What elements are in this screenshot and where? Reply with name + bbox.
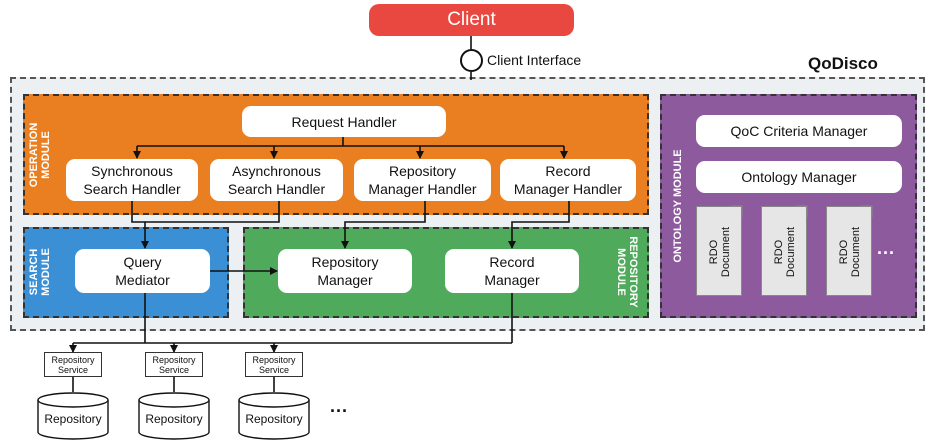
client-label: Client: [447, 9, 496, 30]
search-module-label: SEARCH MODULE: [28, 248, 52, 296]
sync-to-mediator: [131, 201, 149, 249]
rdo-more-ellipsis: ...: [877, 238, 896, 258]
service-line: Service: [57, 364, 88, 375]
repositories-more-ellipsis: ...: [330, 396, 349, 416]
handler-line: Manager Handler: [368, 181, 477, 197]
rdo-line: Document: [720, 226, 732, 278]
system-name: QoDisco: [808, 54, 878, 73]
request-handler: Request Handler: [242, 106, 446, 137]
repository-label-1: Repository: [44, 412, 102, 426]
rdo-line: RDO: [838, 239, 850, 265]
rdo-line: Document: [785, 226, 797, 278]
client-interface-icon: [460, 49, 483, 72]
handler-line: Record: [545, 163, 591, 179]
manager-line: Record: [489, 254, 535, 270]
repository-label-2: Repository: [145, 412, 203, 426]
manager-line: Manager: [317, 272, 373, 288]
repository-label-3: Repository: [245, 412, 303, 426]
handler-line: Synchronous: [91, 163, 173, 179]
async-to-mediator: [145, 201, 280, 223]
record-handler-to-record-manager: [508, 201, 570, 249]
client-box: Client: [369, 4, 574, 36]
ontology-module-label: ONTOLOGY MODULE: [672, 149, 684, 263]
manager-line: Repository: [311, 254, 379, 270]
manager-line: Manager: [484, 272, 540, 288]
handler-line: Manager Handler: [513, 181, 623, 197]
handler-line: Asynchronous: [232, 163, 321, 179]
service-line: Service: [258, 364, 289, 375]
qoc-criteria-manager: QoC Criteria Manager: [696, 115, 902, 147]
handler-line: Search Handler: [83, 181, 181, 197]
rdo-line: Document: [850, 226, 862, 278]
ontology-manager: Ontology Manager: [696, 161, 902, 193]
handler-line: Search Handler: [227, 181, 326, 197]
rdo-line: RDO: [773, 239, 785, 265]
service-line: Repository: [152, 354, 196, 365]
rdo-line: RDO: [708, 239, 720, 265]
service-line: Repository: [252, 354, 296, 365]
repository-cylinder-1: [37, 392, 109, 440]
repository-module-label: REPOSITORY MODULE: [615, 236, 639, 308]
service-line: Repository: [51, 354, 95, 365]
service-line: Service: [158, 364, 189, 375]
operation-module-label: OPERATION MODULE: [28, 122, 52, 188]
handler-line: Repository: [389, 163, 456, 179]
repository-cylinder-3: [238, 392, 310, 440]
client-interface-label: Client Interface: [487, 52, 582, 68]
repo-handler-to-repo-manager: [341, 201, 426, 249]
mediator-line: Mediator: [115, 272, 170, 288]
mediator-line: Query: [123, 254, 162, 270]
repository-cylinder-2: [138, 392, 210, 440]
